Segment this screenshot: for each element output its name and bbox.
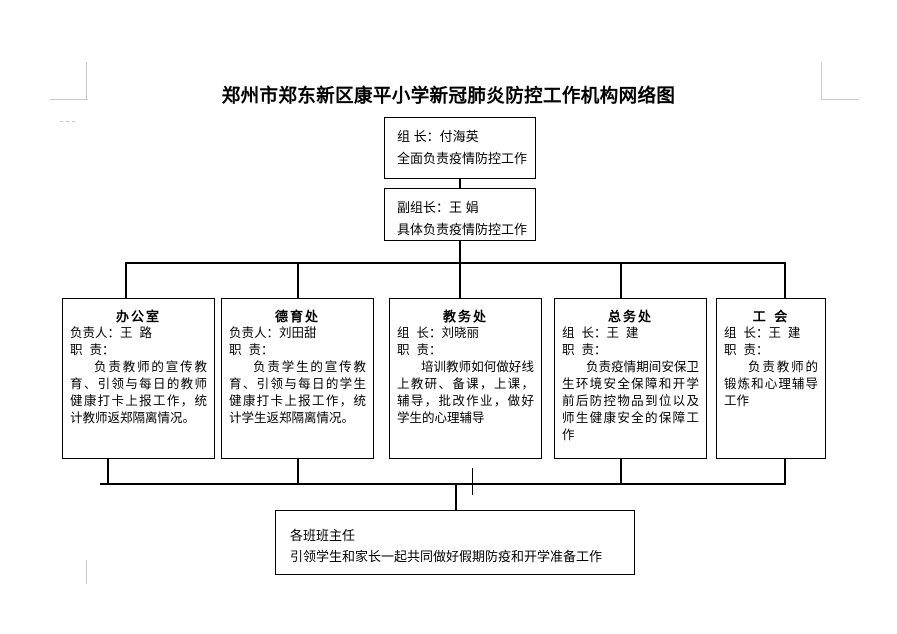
connector-deputy-down: [459, 240, 461, 263]
node-moral-title: 德育处: [274, 310, 320, 325]
page-title: 郑州市郑东新区康平小学新冠肺炎防控工作机构网络图: [221, 86, 676, 107]
node-teachers-line1: 各班班主任: [290, 528, 356, 543]
connector-bus-to-general: [620, 262, 622, 299]
node-moral-line2: 职 责：: [229, 343, 274, 357]
connector-bus-to-moral: [297, 262, 299, 299]
node-general-duty: 负责疫情期间安保卫生环境安全保障和开学前后防控物品到位以及师生健康安全的保障工作: [562, 360, 699, 442]
crop-mark-top-right: [818, 62, 859, 102]
node-academic-line1: 组 长：刘晓丽: [397, 326, 479, 340]
node-academic-affairs[interactable]: 教务处 组 长：刘晓丽 职 责： 培训教师如何做好线上教研、备课，上课，辅导，批…: [389, 298, 542, 459]
node-office-title: 办公室: [115, 310, 161, 325]
node-union-line2: 职 责：: [724, 343, 769, 357]
node-moral-education[interactable]: 德育处 负责人：刘田甜 职 责： 负责学生的宣传教育、引领与每日的学生健康打卡上…: [221, 298, 374, 459]
node-academic-line2: 职 责：: [397, 343, 442, 357]
connector-bus-to-union: [784, 262, 786, 299]
connector-bus-top: [125, 262, 785, 264]
node-leader-line1: 组 长：付海英: [397, 129, 479, 144]
node-class-teachers[interactable]: 各班班主任 引领学生和家长一起共同做好假期防疫和开学准备工作: [275, 510, 635, 575]
node-union-title: 工 会: [752, 310, 790, 325]
node-deputy-line2: 具体负责疫情防控工作: [397, 222, 528, 237]
node-general-affairs[interactable]: 总务处 组 长：王 建 职 责： 负责疫情期间安保卫生环境安全保障和开学前后防控…: [554, 298, 707, 459]
node-teachers-line2: 引领学生和家长一起共同做好假期防疫和开学准备工作: [290, 549, 603, 564]
node-academic-title: 教务处: [442, 310, 488, 325]
node-office-line2: 职 责：: [70, 343, 115, 357]
connector-bus-to-office: [125, 262, 127, 299]
node-moral-line1: 负责人：刘田甜: [229, 326, 317, 340]
connector-bus-to-academic: [459, 262, 461, 299]
node-office[interactable]: 办公室 负责人：王 路 职 责： 负责教师的宣传教育、引领与每日的教师健康打卡上…: [62, 298, 215, 459]
node-leader[interactable]: 组 长：付海英 全面负责疫情防控工作: [384, 117, 536, 179]
connector-moral-down: [297, 458, 299, 484]
connector-leader-to-deputy: [459, 178, 461, 189]
crop-mark-bottom-left: [50, 560, 90, 600]
node-moral-duty: 负责学生的宣传教育、引领与每日的学生健康打卡上报工作，统计学生返郑隔离情况。: [229, 360, 366, 425]
crop-mark-ellipsis: [60, 118, 86, 124]
connector-office-down: [107, 458, 109, 484]
node-office-duty: 负责教师的宣传教育、引领与每日的教师健康打卡上报工作，统计教师返郑隔离情况。: [70, 360, 207, 425]
node-union-duty: 负责教师的锻炼和心理辅导工作: [724, 360, 818, 408]
node-union-line1: 组 长：王 建: [724, 326, 801, 340]
node-leader-line2: 全面负责疫情防控工作: [397, 151, 528, 166]
connector-union-down: [784, 458, 786, 484]
connector-general-down: [620, 458, 622, 484]
connector-academic-stub: [472, 468, 474, 495]
node-labor-union[interactable]: 工 会 组 长：王 建 职 责： 负责教师的锻炼和心理辅导工作: [716, 298, 826, 459]
node-general-title: 总务处: [607, 310, 653, 325]
node-deputy[interactable]: 副组长：王 娟 具体负责疫情防控工作: [384, 188, 536, 241]
connector-bus-bottom: [100, 483, 786, 485]
node-general-line2: 职 责：: [562, 343, 607, 357]
node-deputy-line1: 副组长：王 娟: [397, 200, 479, 215]
crop-mark-top-left: [50, 62, 90, 102]
connector-bus-to-teachers: [455, 483, 457, 510]
node-academic-duty: 培训教师如何做好线上教研、备课，上课，辅导，批改作业，做好学生的心理辅导: [397, 360, 534, 425]
node-general-line1: 组 长：王 建: [562, 326, 639, 340]
node-office-line1: 负责人：王 路: [70, 326, 152, 340]
